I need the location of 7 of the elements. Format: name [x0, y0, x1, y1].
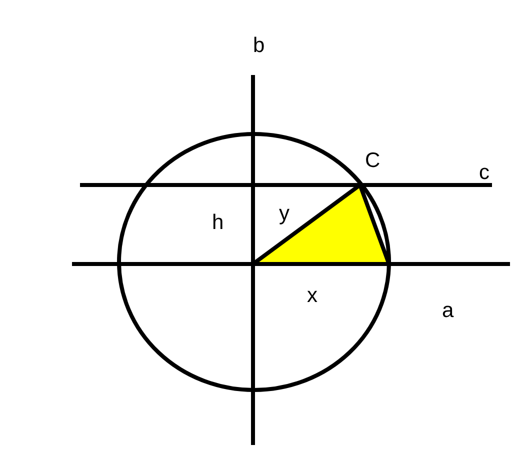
point-label: c	[479, 162, 490, 183]
point-label: x	[307, 285, 318, 306]
point-label: a	[442, 300, 454, 321]
point-label: b	[253, 35, 265, 56]
point-label: h	[212, 212, 224, 233]
point-label: y	[279, 203, 290, 224]
point-label: C	[365, 150, 380, 171]
